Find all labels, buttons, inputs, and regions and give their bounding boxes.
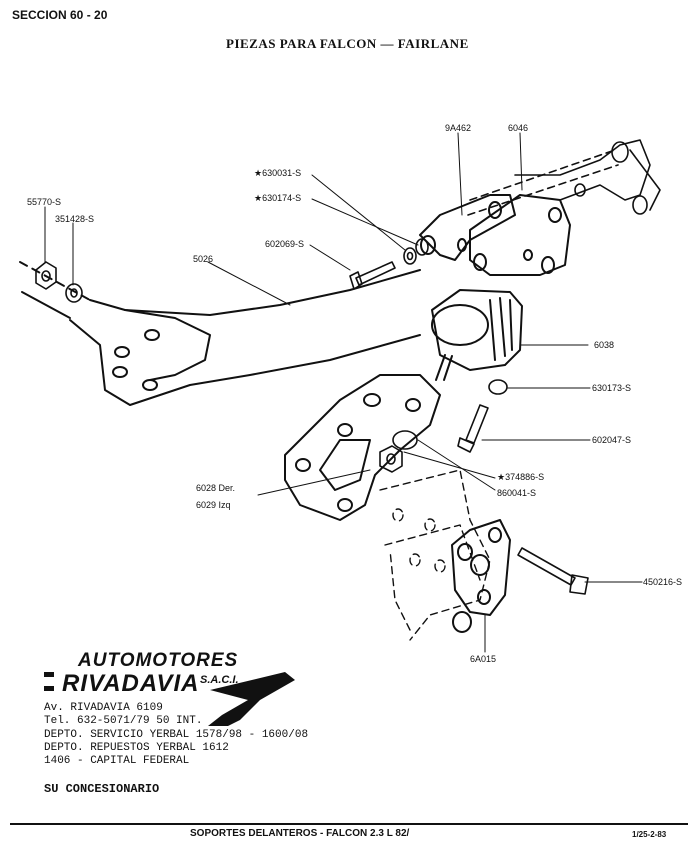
- part-label: ★630031-S: [254, 168, 302, 178]
- crossmember-5026: [19, 261, 421, 406]
- leader-lines: [44, 132, 643, 653]
- part-label: 6029 Izq: [196, 500, 231, 510]
- part-label: 351428-S: [55, 214, 95, 224]
- part-label: 6038: [594, 340, 615, 350]
- footer-rule: [10, 823, 688, 825]
- part-label: 6028 Der.: [196, 483, 236, 493]
- dealer-logo-line1: AUTOMOTORES: [78, 650, 239, 671]
- footer-code: 1/25-2-83: [632, 830, 667, 839]
- part-label: ★630174-S: [254, 193, 302, 203]
- part-label: 9A462: [445, 123, 472, 133]
- page-title: PIEZAS PARA FALCON — FAIRLANE: [226, 36, 469, 51]
- dealer-city: 1406 - CAPITAL FEDERAL: [44, 755, 190, 767]
- plate-6a015: [451, 519, 511, 633]
- dealer-logo-suffix: S.A.C.I.: [200, 674, 239, 686]
- dealer-parts-dept: DEPTO. REPUESTOS YERBAL 1612: [44, 742, 229, 754]
- dealer-address: Av. RIVADAVIA 6109: [44, 702, 163, 714]
- footer-caption: SOPORTES DELANTEROS - FALCON 2.3 L 82/: [190, 828, 410, 839]
- part-label: 6046: [508, 123, 529, 133]
- part-label: 6A015: [470, 654, 497, 664]
- part-label: 860041-S: [497, 488, 537, 498]
- part-label: 602047-S: [592, 435, 632, 445]
- part-label: 55770-S: [27, 197, 62, 207]
- upper-linkage: [467, 139, 661, 216]
- part-label: 602069-S: [265, 239, 305, 249]
- part-label: 450216-S: [643, 577, 683, 587]
- bracket-6028-6029: [284, 374, 441, 521]
- dealer-service-dept: DEPTO. SERVICIO YERBAL 1578/98 - 1600/08: [44, 729, 309, 741]
- dealer-phone: Tel. 632-5071/79 50 INT.: [44, 715, 203, 727]
- bracket-9a462: [419, 194, 516, 261]
- logo-graphic: [44, 672, 295, 726]
- part-label: 630173-S: [592, 383, 632, 393]
- engine-block: [379, 469, 491, 641]
- part-label: 5026: [193, 254, 214, 264]
- insulator-6038: [431, 289, 523, 381]
- section-number: SECCION 60 - 20: [12, 8, 108, 22]
- plate-6046: [469, 194, 571, 276]
- bolts: [349, 261, 589, 595]
- part-label: ★374886-S: [497, 472, 545, 482]
- dealer-tagline: SU CONCESIONARIO: [44, 782, 160, 796]
- dealer-logo-line2: RIVADAVIA: [62, 670, 200, 697]
- washers: [35, 238, 508, 473]
